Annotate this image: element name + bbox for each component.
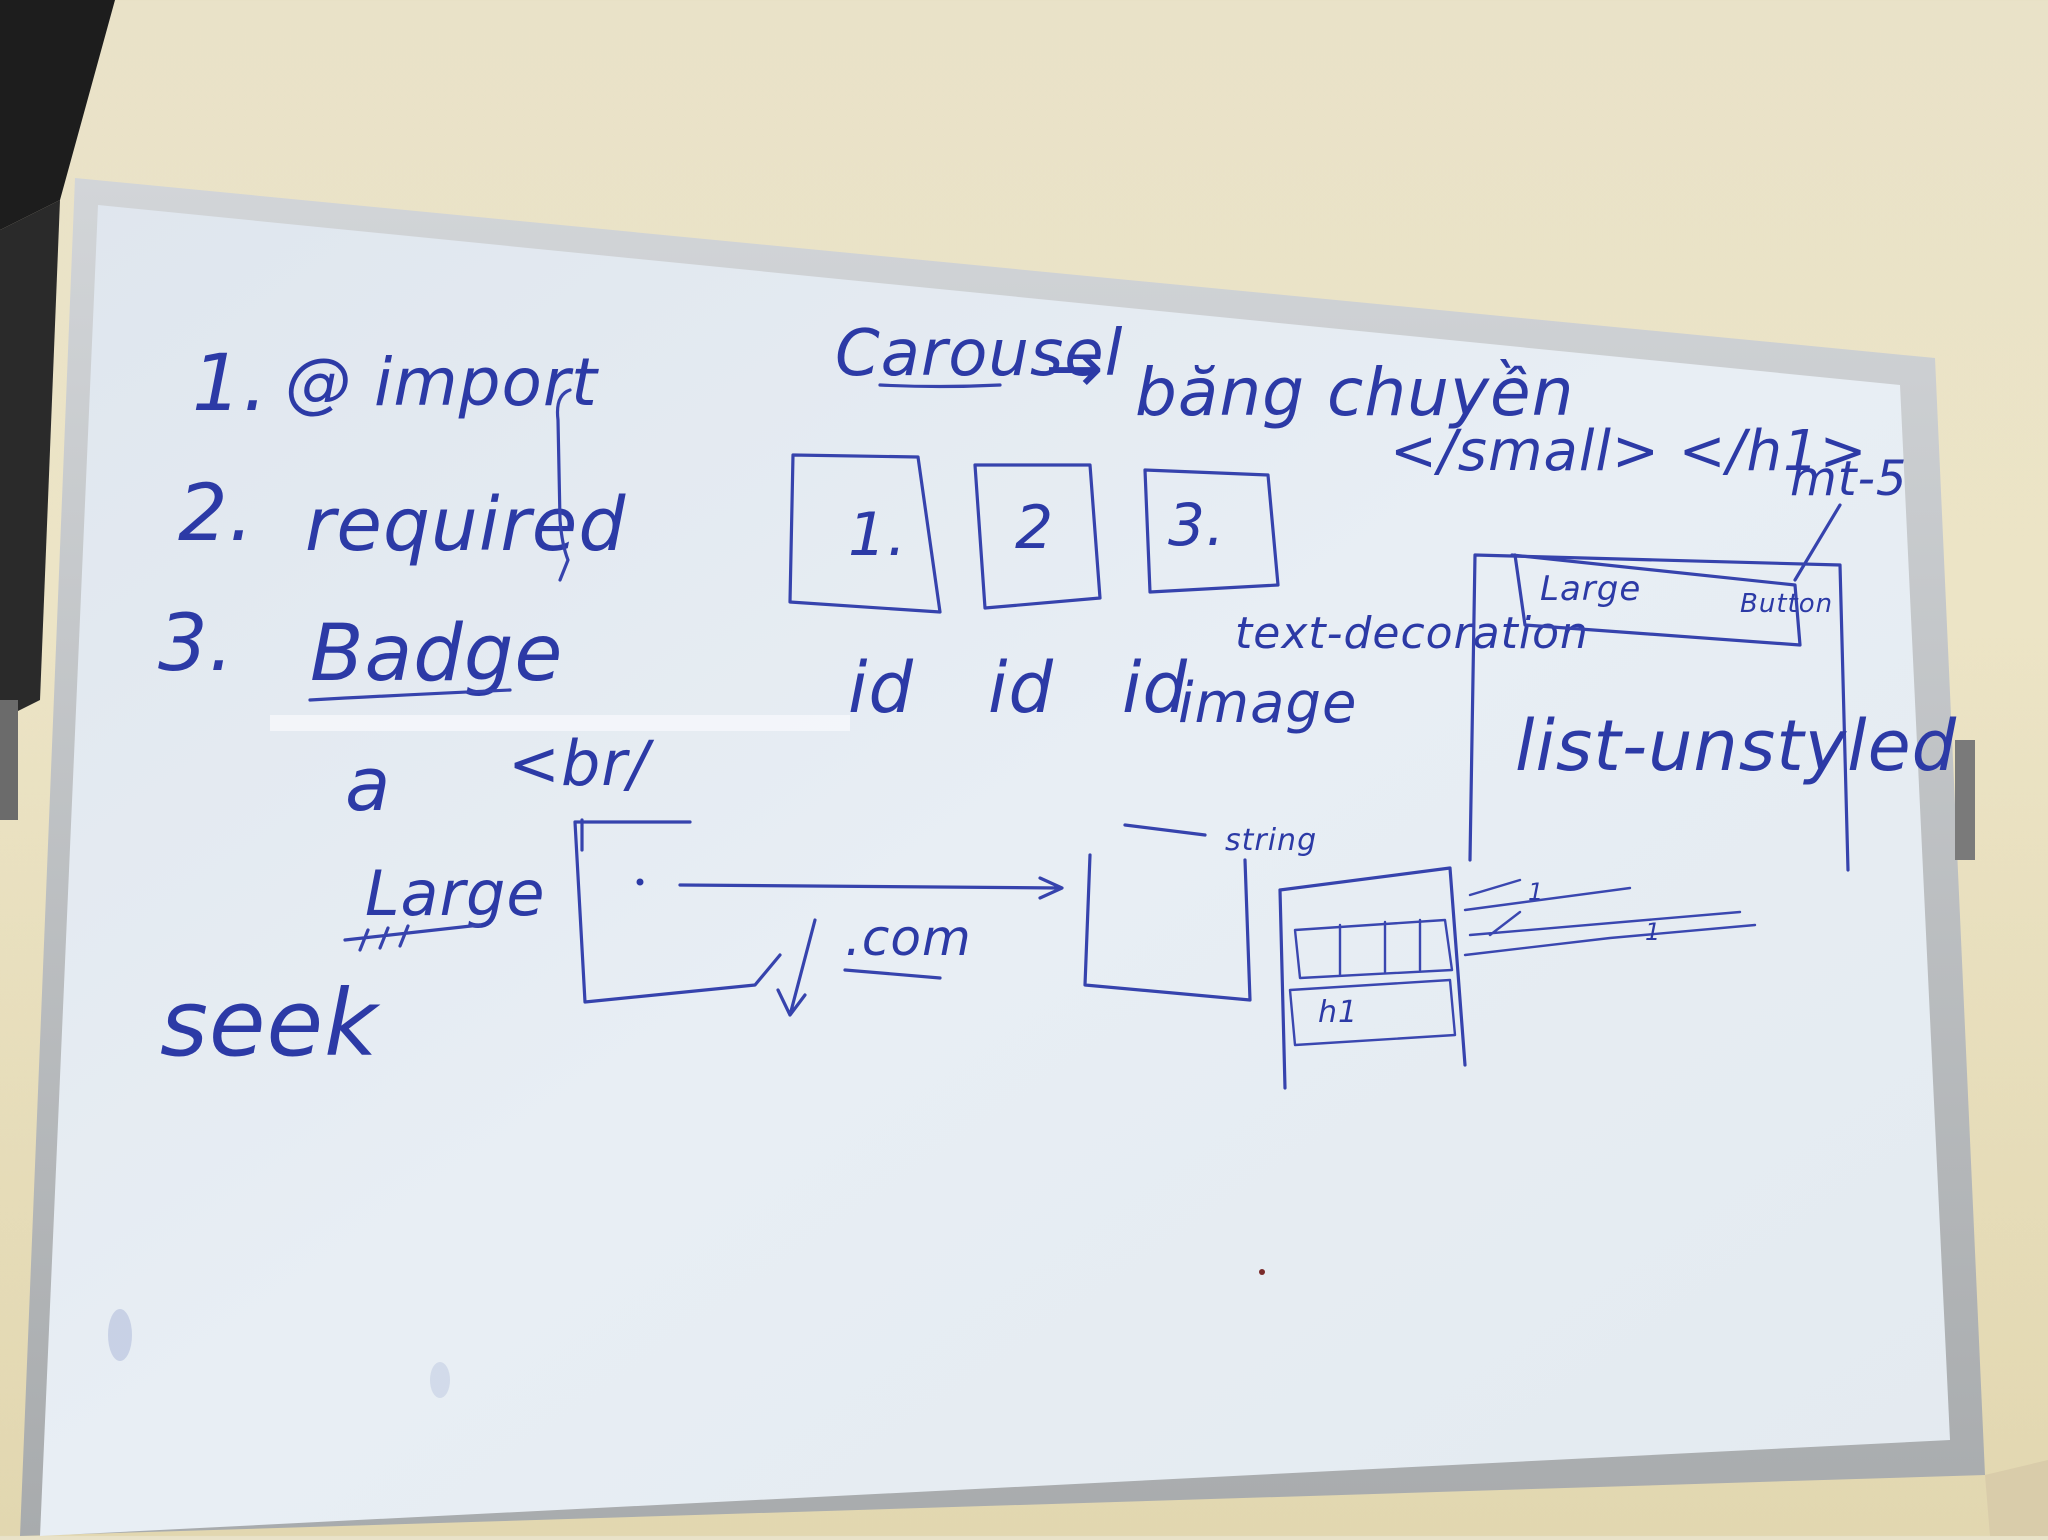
navbar-mockup: Large Button list-unstyled	[1468, 553, 1957, 872]
arrow-symbol: →	[1045, 327, 1105, 409]
h1-word: h1	[1318, 995, 1358, 1030]
wire-label-1: 1	[1528, 878, 1544, 906]
carousel-underline	[878, 383, 1002, 389]
numbered-list: 1. @ import 2. required 3. Badge	[158, 339, 626, 702]
outer-panel	[1468, 553, 1850, 872]
sketch-row-1	[1293, 918, 1454, 980]
text-decoration-label: text-decoration	[1235, 608, 1589, 659]
seek-word: seek	[160, 970, 381, 1077]
lower-left-notes: a <br/ Large seek	[160, 727, 655, 1077]
slide-caption-3: id	[1122, 647, 1188, 729]
connector-wires	[1463, 878, 1757, 957]
clip-right	[1955, 740, 1975, 860]
wall-right	[1985, 1460, 2048, 1536]
wire-label-2: 1	[1645, 918, 1661, 946]
letter-a: a	[345, 742, 391, 828]
slide-label-1: 1.	[848, 500, 907, 570]
list-unstyled-label: list-unstyled	[1515, 705, 1957, 787]
clip-left	[0, 700, 18, 820]
list-bracket	[555, 388, 572, 582]
source-dot	[636, 878, 644, 886]
slide-label-3: 3.	[1168, 491, 1225, 559]
closing-tags-text: </small> </h1>	[1390, 419, 1868, 484]
carousel-heading: Carousel → băng chuyền </small> </h1> mt…	[835, 317, 1907, 582]
wall-pillar	[0, 0, 115, 230]
list-num-1: 1.	[192, 339, 268, 429]
list-num-3: 3.	[158, 599, 234, 689]
flow-arrow	[678, 876, 1064, 900]
source-box	[573, 818, 782, 1004]
navbar-right-text: Button	[1740, 589, 1833, 619]
slide-caption-2: id	[988, 647, 1054, 729]
list-text-badge: Badge	[310, 609, 563, 699]
sketch-row-2	[1288, 978, 1457, 1047]
carousel-slides: 1. 2 3. id id id image text-decoration	[788, 453, 1589, 736]
translation-text: băng chuyền	[1135, 354, 1574, 431]
slide-box-1	[788, 453, 942, 614]
list-text-import: @ import	[285, 344, 599, 421]
smudge	[108, 1309, 132, 1361]
slide-box-2	[973, 463, 1102, 610]
slide-caption-1: id	[848, 647, 914, 729]
mt5-label: mt-5	[1790, 451, 1907, 507]
glare-streak	[270, 715, 850, 731]
com-word: .com	[845, 909, 972, 967]
navbar-box	[1510, 553, 1802, 647]
page-sketch: h1 1 1	[1278, 866, 1757, 1090]
mt5-pointer	[1793, 503, 1842, 582]
list-text-required: required	[305, 482, 626, 568]
com-underline	[843, 968, 942, 980]
target-box-top	[1123, 823, 1207, 837]
navbar-left-text: Large	[1540, 569, 1641, 609]
smudge	[430, 1362, 450, 1398]
badge-underline	[308, 688, 512, 702]
sketch-cells	[1338, 918, 1422, 977]
slide-label-2: 2	[1015, 493, 1054, 563]
large-strikethrough	[343, 923, 482, 952]
whiteboard-surface	[40, 205, 1950, 1536]
flow-diagram: .com string	[573, 818, 1317, 1017]
sketch-frame	[1278, 866, 1467, 1090]
wall-pillar-edge	[0, 200, 60, 720]
large-word: Large	[365, 857, 546, 930]
mark-dot	[1259, 1269, 1265, 1275]
string-word: string	[1225, 823, 1317, 858]
list-num-2: 2.	[178, 469, 254, 559]
carousel-word: Carousel	[835, 317, 1123, 391]
image-word: image	[1178, 671, 1357, 736]
br-tag: <br/	[508, 727, 655, 800]
target-box	[1083, 853, 1252, 1002]
slide-box-3	[1143, 468, 1280, 594]
down-arrow	[776, 918, 817, 1017]
